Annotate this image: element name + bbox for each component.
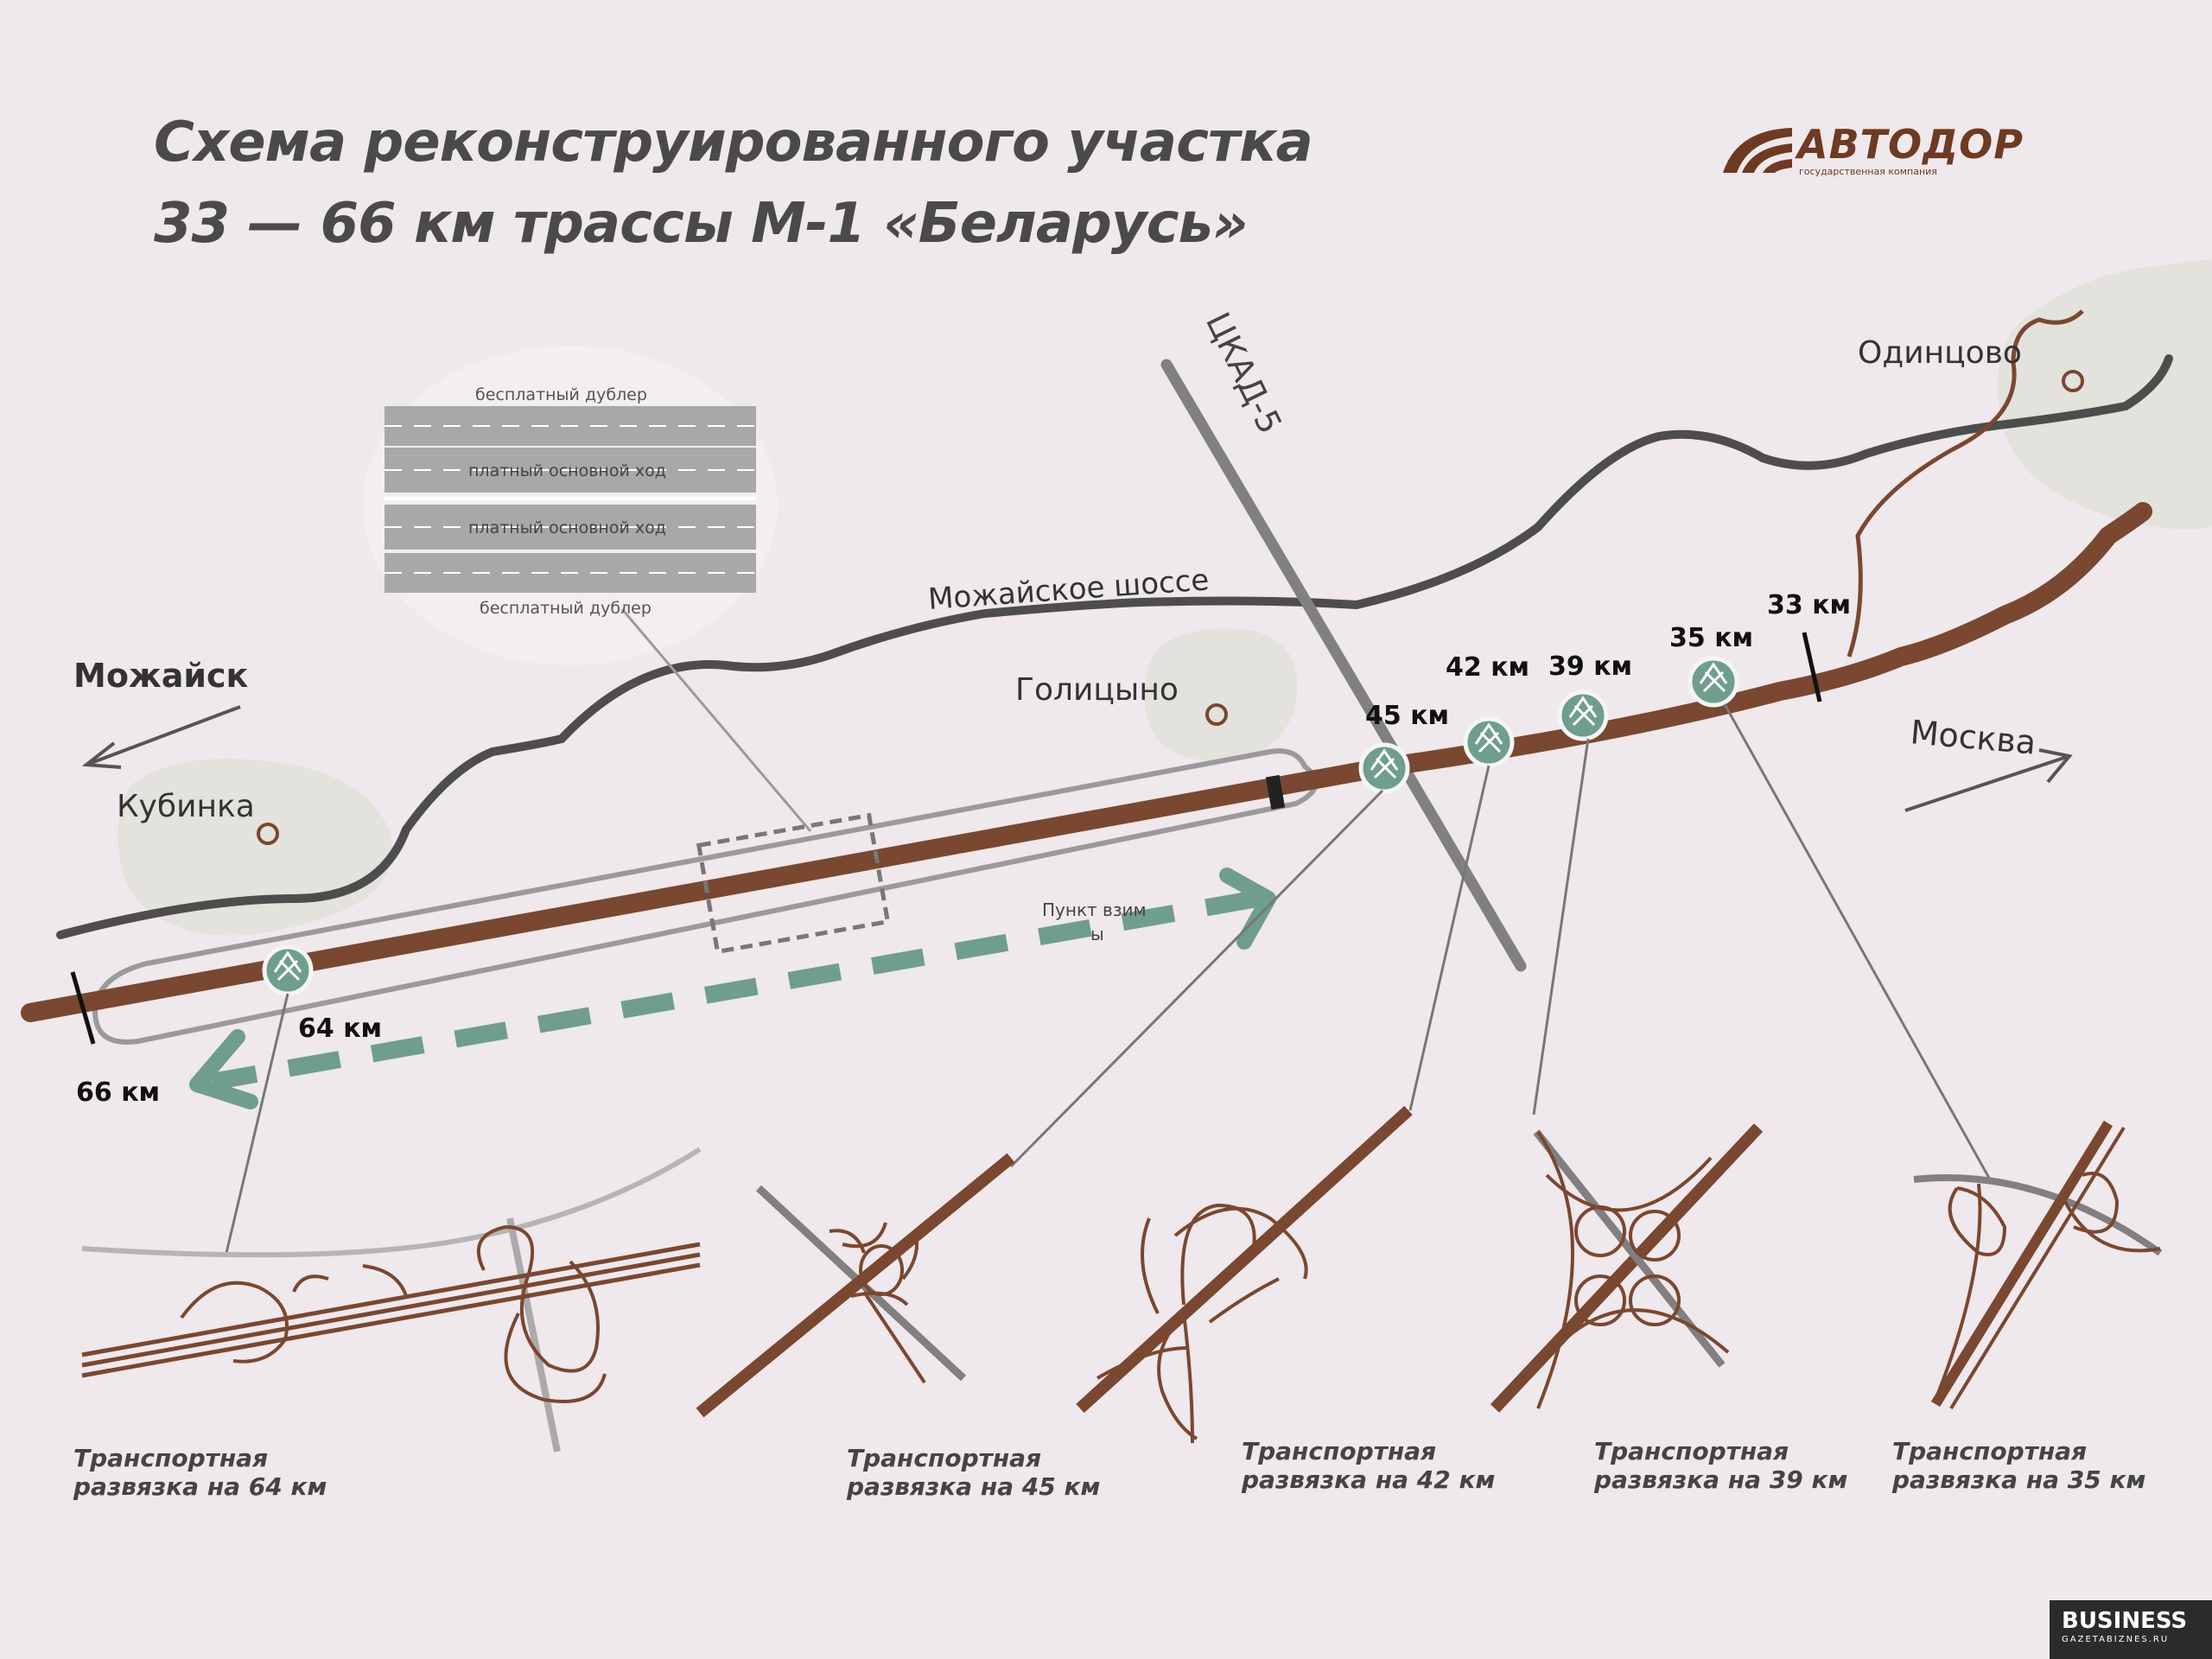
label-mozhaisk: Можайск bbox=[73, 657, 249, 695]
kubinka-area bbox=[118, 759, 392, 936]
interchange-35-line2: развязка на 35 км bbox=[1891, 1465, 2145, 1494]
map-title: Схема реконструированного участка 33 — 6… bbox=[154, 102, 1313, 264]
avtodor-logo-icon bbox=[1723, 128, 1792, 173]
km66-tick bbox=[70, 971, 96, 1045]
interchange-42-line1: Транспортная bbox=[1242, 1437, 1436, 1465]
interchange-39-line2: развязка на 39 км bbox=[1593, 1465, 1847, 1494]
interchange-64-line1: Транспортная bbox=[73, 1444, 268, 1472]
logo-name: АВТОДОР bbox=[1797, 121, 2024, 168]
title-line-2: 33 — 66 км трассы М-1 «Беларусь» bbox=[154, 192, 1249, 256]
title-line-1: Схема реконструированного участка bbox=[154, 111, 1313, 175]
watermark-name: BUSINESS bbox=[2062, 1608, 2188, 1634]
leader-45 bbox=[1009, 789, 1384, 1168]
golitsyno-marker bbox=[1205, 703, 1228, 726]
watermark-sub: GAZETABIZNES.RU bbox=[2062, 1635, 2170, 1644]
label-km45: 45 км bbox=[1365, 701, 1449, 731]
interchange-45-line1: Транспортная bbox=[847, 1444, 1041, 1472]
interchange-diagram-64 bbox=[81, 1147, 702, 1452]
leader-64 bbox=[225, 993, 289, 1254]
cross-section-mid1-label: платный основной ход bbox=[468, 461, 666, 480]
logo-subtitle: государственная компания bbox=[1799, 166, 1937, 177]
interchange-marker-35 bbox=[1688, 656, 1739, 708]
interchange-39-line1: Транспортная bbox=[1594, 1437, 1789, 1465]
odintsovo-branch bbox=[1847, 309, 2084, 658]
doubler-road-loop bbox=[92, 748, 1319, 1045]
golitsyno-area bbox=[1144, 628, 1298, 761]
label-km42: 42 км bbox=[1446, 652, 1529, 683]
cross-section-diagram bbox=[363, 346, 778, 665]
leader-39 bbox=[1532, 738, 1590, 1116]
interchange-diagram-45 bbox=[696, 1153, 1015, 1418]
cross-section-leader bbox=[620, 608, 812, 832]
label-moskva: Москва bbox=[1909, 713, 2037, 762]
cross-section-top-label: бесплатный дублер bbox=[475, 385, 647, 404]
toll-point-marker bbox=[1265, 774, 1286, 810]
interchange-diagram-39 bbox=[1490, 1123, 1764, 1413]
interchange-45-line2: развязка на 45 км bbox=[846, 1472, 1100, 1501]
cross-section-mid2-label: платный основной ход bbox=[468, 518, 666, 537]
reconstructed-section-arrow bbox=[189, 868, 1276, 1109]
mozhaiskoe-shosse-road bbox=[56, 354, 2173, 939]
toll-point-label-1: Пункт взим bbox=[1042, 899, 1147, 920]
interchange-35-line1: Транспортная bbox=[1892, 1437, 2087, 1465]
cross-section-bottom-label: бесплатный дублер bbox=[480, 599, 652, 618]
avtodor-logo: АВТОДОР государственная компания bbox=[1719, 121, 2039, 190]
interchange-marker-64 bbox=[262, 944, 314, 996]
leader-35 bbox=[1723, 703, 1992, 1180]
interchange-marker-39 bbox=[1557, 690, 1609, 741]
label-odintsovo: Одинцово bbox=[1858, 335, 2022, 371]
ckad-5-road bbox=[1160, 359, 1527, 972]
label-km39: 39 км bbox=[1548, 652, 1632, 682]
label-kubinka: Кубинка bbox=[117, 789, 255, 824]
interchange-marker-42 bbox=[1463, 716, 1515, 768]
interchange-marker-45 bbox=[1358, 742, 1410, 794]
leader-42 bbox=[1408, 765, 1491, 1111]
odintsovo-area bbox=[1998, 259, 2212, 530]
toll-point-label-2: ы bbox=[1090, 924, 1104, 944]
label-km64: 64 км bbox=[298, 1014, 382, 1044]
km33-tick bbox=[1802, 632, 1822, 702]
kubinka-marker bbox=[257, 823, 279, 845]
interchange-64-line2: развязка на 64 км bbox=[73, 1472, 327, 1501]
moskva-direction-arrow bbox=[1904, 748, 2073, 812]
label-golitsyno: Голицыно bbox=[1015, 672, 1179, 708]
cross-section-location bbox=[696, 812, 891, 955]
interchange-diagram-42 bbox=[1076, 1105, 1413, 1444]
label-km66: 66 км bbox=[76, 1077, 160, 1108]
label-km33: 33 км bbox=[1767, 590, 1851, 620]
label-km35: 35 км bbox=[1669, 623, 1753, 653]
interchange-42-line2: развязка на 42 км bbox=[1241, 1465, 1495, 1494]
mozhaisk-direction-arrow bbox=[81, 705, 241, 769]
business-watermark: BUSINESS GAZETABIZNES.RU bbox=[2050, 1600, 2212, 1659]
odintsovo-marker bbox=[2062, 370, 2084, 392]
label-ckad-5: ЦКАД-5 bbox=[1198, 307, 1289, 440]
interchange-diagram-35 bbox=[1913, 1120, 2163, 1410]
